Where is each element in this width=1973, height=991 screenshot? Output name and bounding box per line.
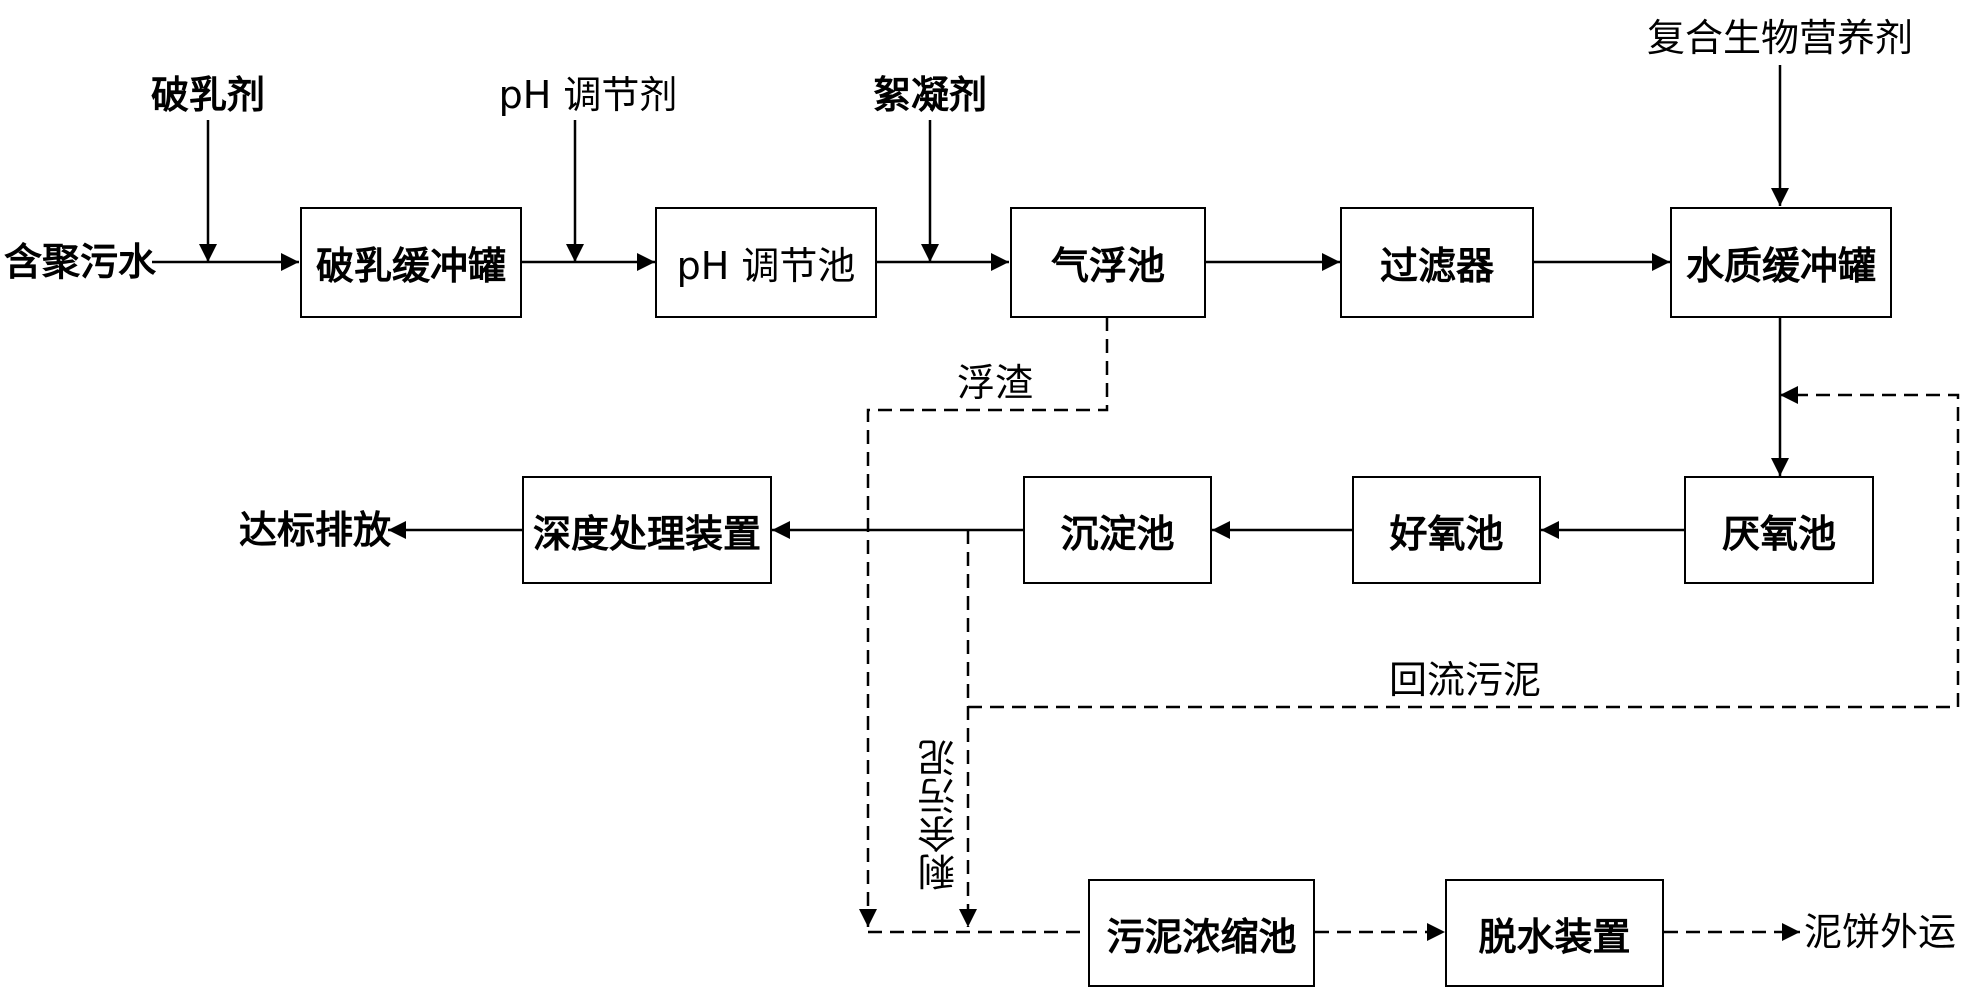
flow-return-sludge [968,386,1960,709]
demulsify-buffer-tank: 破乳缓冲罐 [300,207,522,318]
air-flotation-pool: 气浮池 [1010,207,1206,318]
demulsifier-label: 破乳剂 [150,73,266,117]
discharge-label: 达标排放 [238,508,392,552]
sedimentation-pool: 沉淀池 [1023,476,1212,584]
water-quality-buffer-tank: 水质缓冲罐 [1670,207,1892,318]
dewatering-device: 脱水装置 [1445,879,1664,987]
anaerobic-pool: 厌氧池 [1684,476,1874,584]
flocculant-label: 絮凝剂 [872,73,988,117]
nutrient-label: 复合生物营养剂 [1646,16,1914,60]
influent-label: 含聚污水 [3,240,157,284]
cake-out-label: 泥饼外运 [1803,910,1957,954]
scum-label: 浮渣 [956,361,1034,405]
ph-adjust-pool: pH 调节池 [655,207,877,318]
advanced-treatment-device: 深度处理装置 [522,476,772,584]
ph-regulator-label: pH 调节剂 [498,73,678,117]
excess-sludge-label: 剩余污泥 [918,739,962,891]
aerobic-pool: 好氧池 [1352,476,1541,584]
filter-unit: 过滤器 [1340,207,1534,318]
return-sludge-label: 回流污泥 [1388,658,1542,702]
flow-scum [859,317,1109,927]
sludge-thickener: 污泥浓缩池 [1088,879,1315,987]
